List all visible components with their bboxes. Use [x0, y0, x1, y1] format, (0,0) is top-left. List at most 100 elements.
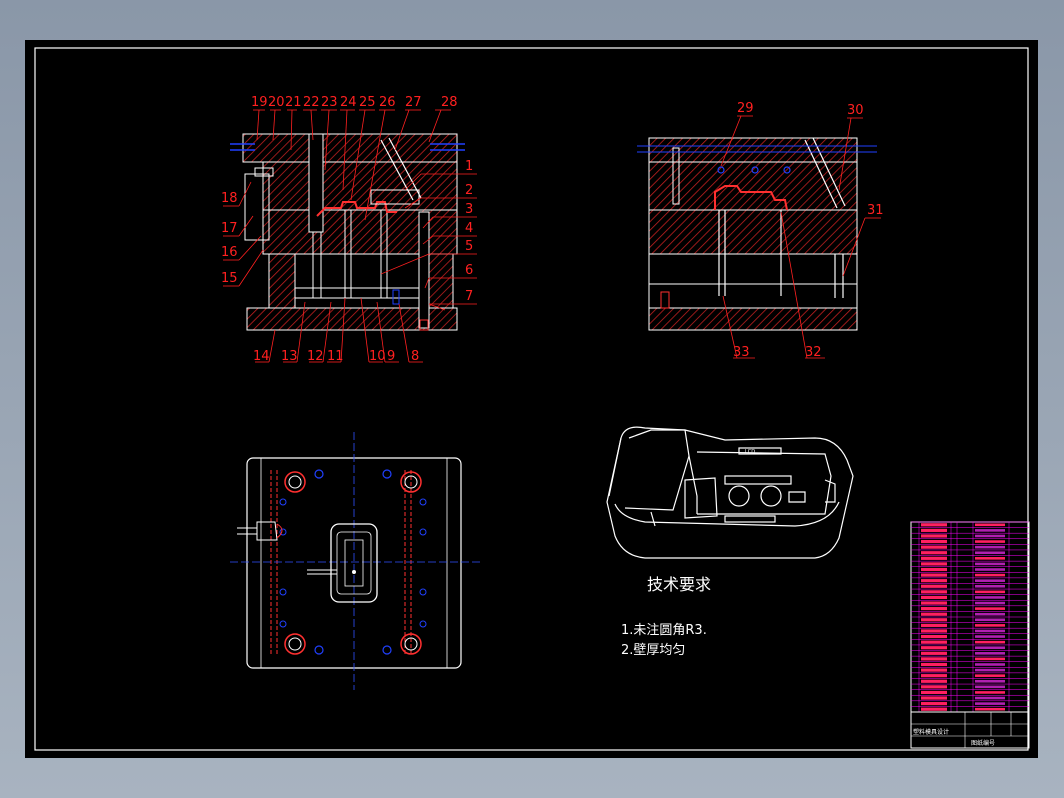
parts-row-spec — [975, 584, 1005, 588]
balloon-19: 19 — [251, 95, 268, 110]
parts-row-name — [921, 579, 947, 583]
balloon-labels-secondary: 29 30 31 33 32 — [733, 101, 884, 360]
parts-row-name — [921, 696, 947, 700]
balloon-21: 21 — [285, 95, 302, 110]
parts-row-spec — [975, 668, 1005, 672]
balloon-12: 12 — [307, 349, 324, 364]
balloon-24: 24 — [340, 95, 357, 110]
plan-view — [230, 432, 480, 690]
balloon-30: 30 — [847, 103, 864, 118]
parts-row-name — [921, 618, 947, 622]
leader-lines-main — [223, 109, 477, 363]
parts-row-spec — [975, 707, 1005, 711]
balloon-27: 27 — [405, 95, 422, 110]
parts-row-name — [921, 634, 947, 639]
parts-row-name — [921, 523, 947, 527]
parts-row-name — [921, 545, 947, 549]
parts-row-name — [921, 595, 947, 600]
parts-row-spec — [975, 529, 1005, 532]
balloon-23: 23 — [321, 95, 338, 110]
parts-row-name — [921, 567, 947, 572]
parts-row-spec — [975, 534, 1005, 538]
parts-row-name — [921, 646, 947, 650]
parts-row-spec — [975, 635, 1005, 638]
balloon-15: 15 — [221, 271, 238, 286]
parts-row-name — [921, 685, 947, 689]
balloon-25: 25 — [359, 95, 376, 110]
parts-row-spec — [975, 540, 1005, 543]
parts-row-name — [921, 562, 947, 566]
balloon-33: 33 — [733, 345, 750, 360]
parts-row-spec — [975, 663, 1005, 666]
title-block-drawing-no: 图纸编号 — [971, 739, 995, 747]
parts-row-name — [921, 612, 947, 616]
drawing-viewport[interactable]: 19 20 21 22 23 24 25 26 27 28 1 2 3 4 5 … — [25, 40, 1038, 758]
tech-requirement-2: 2.壁厚均匀 — [621, 643, 685, 658]
balloon-17: 17 — [221, 221, 238, 236]
parts-row-name — [921, 551, 947, 555]
parts-row-spec — [975, 702, 1005, 705]
balloon-7: 7 — [465, 289, 473, 304]
balloon-26: 26 — [379, 95, 396, 110]
parts-row-name — [921, 640, 947, 644]
tech-requirements-heading: 技术要求 — [647, 575, 711, 594]
balloon-3: 3 — [465, 202, 473, 217]
balloon-4: 4 — [465, 221, 473, 236]
parts-row-spec — [975, 573, 1005, 577]
parts-row-name — [921, 707, 947, 711]
balloon-14: 14 — [253, 349, 270, 364]
title-block-caption: 塑料模具设计 — [913, 728, 949, 736]
parts-row-spec — [975, 579, 1005, 582]
parts-row-spec — [975, 679, 1005, 683]
parts-row-spec — [975, 685, 1005, 689]
parts-row-spec — [975, 545, 1005, 549]
parts-row-spec — [975, 601, 1005, 605]
section-view-main — [230, 133, 465, 331]
parts-row-spec — [975, 640, 1005, 644]
parts-row-name — [921, 528, 947, 532]
parts-row-name — [921, 601, 947, 605]
balloon-29: 29 — [737, 101, 754, 116]
balloon-16: 16 — [221, 245, 238, 260]
parts-row-name — [921, 668, 947, 672]
parts-row-name — [921, 651, 947, 655]
balloon-9: 9 — [387, 349, 395, 364]
parts-row-name — [921, 573, 947, 577]
balloon-1: 1 — [465, 159, 473, 174]
leader-lines-secondary — [720, 115, 881, 359]
balloon-18: 18 — [221, 191, 238, 206]
balloon-32: 32 — [805, 345, 822, 360]
parts-row-name — [921, 674, 947, 678]
parts-row-name — [921, 702, 947, 706]
parts-row-spec — [975, 612, 1005, 616]
parts-row-spec — [975, 674, 1005, 677]
balloon-20: 20 — [268, 95, 285, 110]
balloon-28: 28 — [441, 95, 458, 110]
balloon-11: 11 — [327, 349, 344, 364]
parts-row-spec — [975, 691, 1005, 694]
parts-row-name — [921, 584, 947, 588]
product-label: LCD — [745, 449, 755, 455]
parts-row-name — [921, 629, 947, 633]
parts-row-name — [921, 539, 947, 544]
parts-row-spec — [975, 590, 1005, 594]
parts-row-spec — [975, 568, 1005, 571]
parts-row-spec — [975, 624, 1005, 627]
parts-row-spec — [975, 607, 1005, 610]
parts-row-spec — [975, 696, 1005, 700]
parts-row-spec — [975, 618, 1005, 622]
cad-drawing: 19 20 21 22 23 24 25 26 27 28 1 2 3 4 5 … — [34, 47, 1030, 751]
parts-row-spec — [975, 596, 1005, 599]
parts-row-spec — [975, 657, 1005, 661]
parts-row-spec — [975, 562, 1005, 566]
section-view-secondary — [637, 137, 877, 331]
parts-row-name — [921, 623, 947, 627]
balloon-13: 13 — [281, 349, 298, 364]
parts-row-spec — [975, 629, 1005, 633]
parts-row-spec — [975, 652, 1005, 655]
parts-row-name — [921, 679, 947, 683]
balloon-5: 5 — [465, 239, 473, 254]
parts-row-spec — [975, 646, 1005, 650]
parts-row-name — [921, 662, 947, 667]
parts-row-name — [921, 690, 947, 695]
